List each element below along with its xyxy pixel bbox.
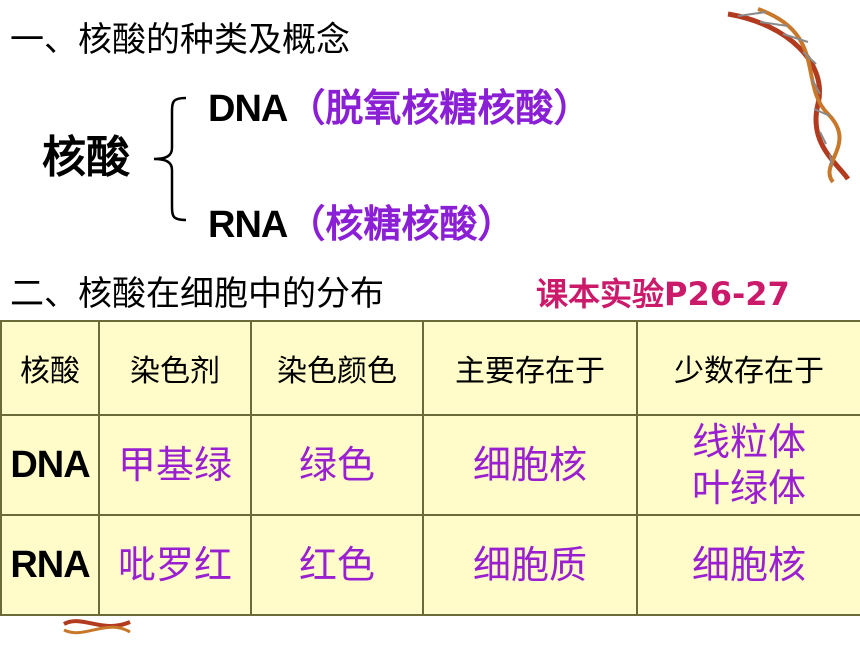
table-row: DNA 甲基绿 绿色 细胞核 线粒体 叶绿体 [0, 414, 860, 516]
dna-main-location: 细胞核 [422, 414, 638, 516]
dna-minor-location-2: 叶绿体 [691, 466, 806, 510]
dna-helix-bottom-icon [63, 619, 131, 635]
section2-title: 二、核酸在细胞中的分布 [10, 274, 384, 314]
rna-fullname: （核糖核酸） [287, 202, 516, 246]
dna-fullname: （脱氧核糖核酸） [287, 86, 592, 130]
dna-abbr: DNA [208, 88, 288, 130]
table-row: RNA 吡罗红 红色 细胞质 细胞核 [0, 514, 860, 616]
header-minor-location: 少数存在于 [636, 320, 860, 416]
dna-minor-location-1: 线粒体 [691, 420, 806, 464]
row-rna-label: RNA [0, 514, 100, 616]
rna-abbr: RNA [208, 204, 288, 246]
header-stain-color: 染色颜色 [250, 320, 424, 416]
rna-minor-location: 细胞核 [636, 514, 860, 616]
table-header-row: 核酸 染色剂 染色颜色 主要存在于 少数存在于 [0, 320, 860, 416]
dna-stain: 甲基绿 [98, 414, 252, 516]
header-stain: 染色剂 [98, 320, 252, 416]
row-dna-label: DNA [0, 414, 100, 516]
nucleic-acid-label: 核酸 [42, 132, 130, 183]
curly-brace-icon [153, 96, 187, 222]
header-main-location: 主要存在于 [422, 320, 638, 416]
rna-main-location: 细胞质 [422, 514, 638, 616]
rna-classification: RNA（核糖核酸） [208, 198, 515, 251]
dna-stain-color: 绿色 [250, 414, 424, 516]
dna-helix-icon [727, 7, 851, 184]
header-nucleic-acid: 核酸 [0, 320, 100, 416]
dna-minor-location: 线粒体 叶绿体 [636, 414, 860, 516]
dna-classification: DNA（脱氧核糖核酸） [208, 82, 591, 135]
distribution-table: 核酸 染色剂 染色颜色 主要存在于 少数存在于 DNA 甲基绿 绿色 细胞核 线… [0, 320, 860, 616]
rna-stain-color: 红色 [250, 514, 424, 616]
rna-stain: 吡罗红 [98, 514, 252, 616]
section1-title: 一、核酸的种类及概念 [10, 20, 350, 60]
textbook-reference: 课本实验P26-27 [536, 275, 790, 313]
